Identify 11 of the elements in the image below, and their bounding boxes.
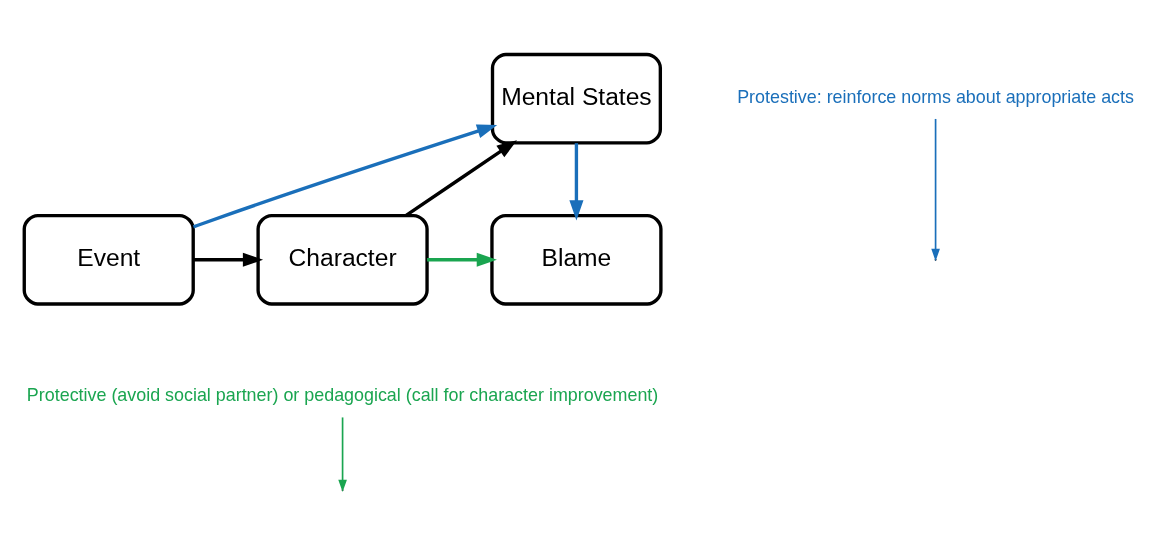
arrow xyxy=(569,142,584,220)
arrow xyxy=(427,252,497,267)
arrow xyxy=(192,123,498,228)
node-text: Protestive: reinforce norms about appropriate acts xyxy=(737,86,1134,107)
node-text: Protective (avoid social partner) or pedagogical (call for character improvement) xyxy=(26,384,659,405)
node-box: Character xyxy=(256,213,429,306)
node-box: Event xyxy=(22,213,195,306)
node-box: Mental States xyxy=(490,52,662,145)
arrow xyxy=(193,252,264,267)
node-box: Blame xyxy=(490,213,663,306)
arrow xyxy=(405,139,518,217)
